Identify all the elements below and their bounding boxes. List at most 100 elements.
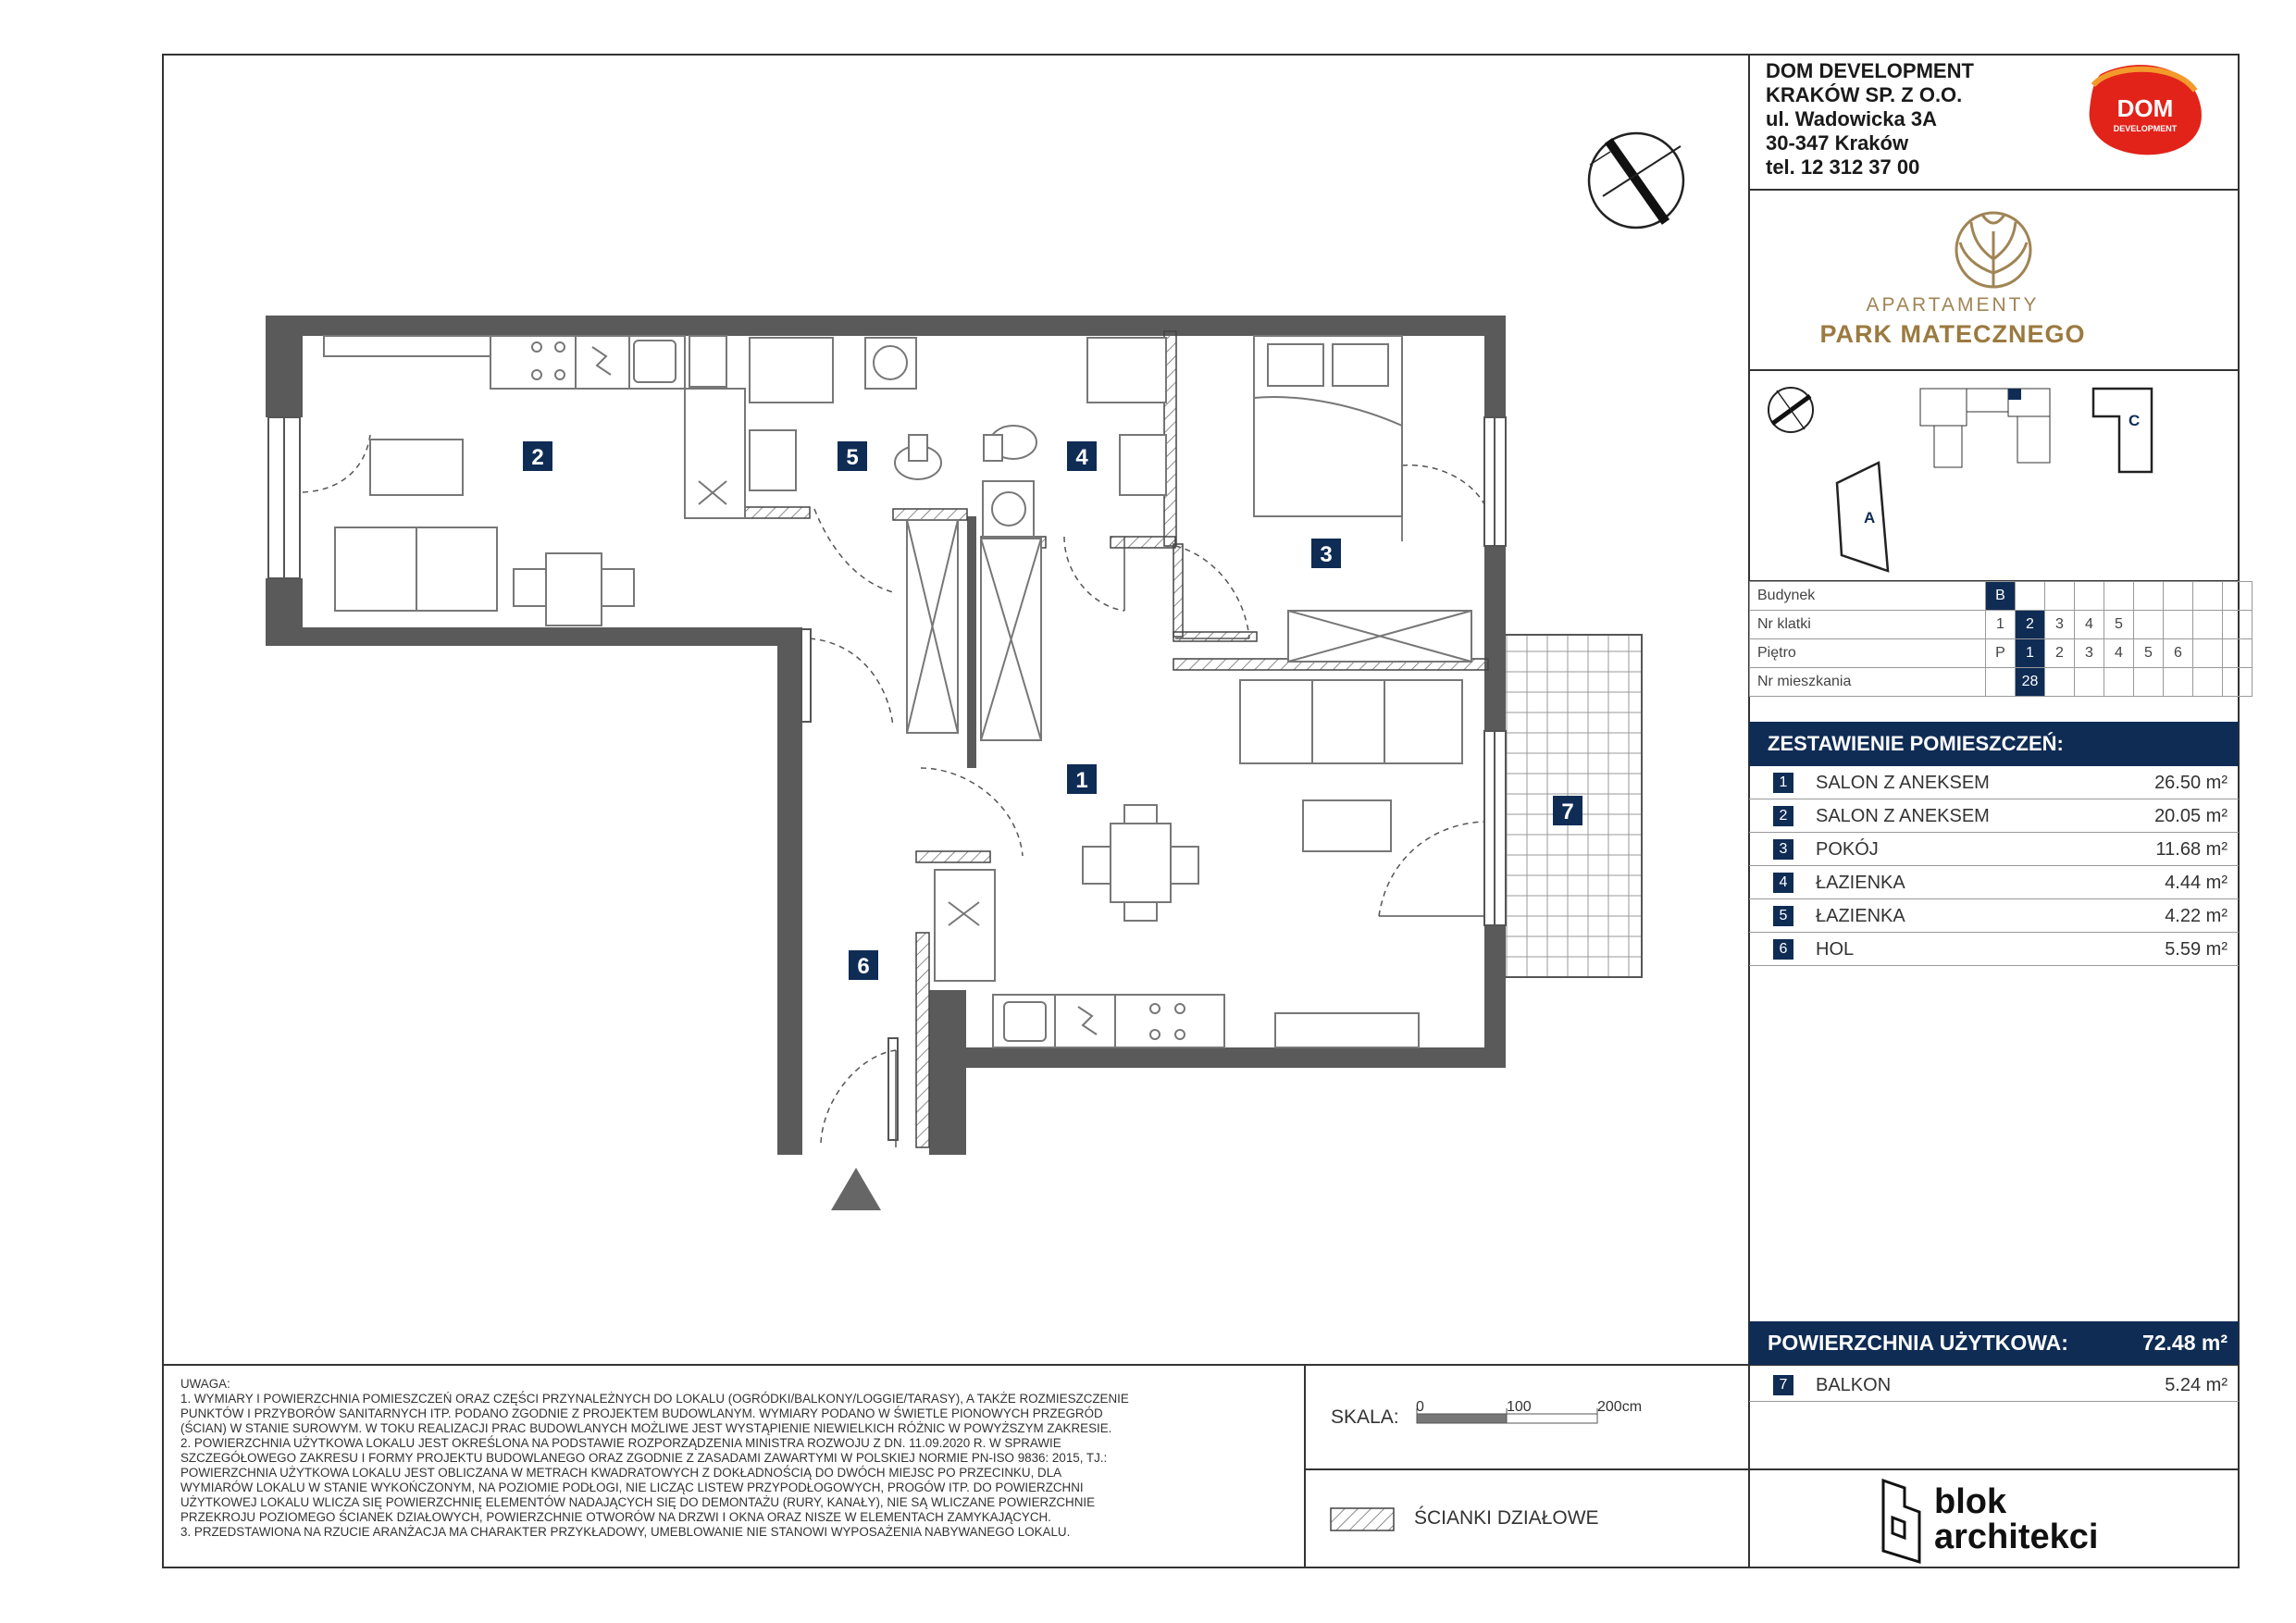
balcony-name: BALKON (1816, 1375, 1892, 1395)
developer-line-5: tel. 12 312 37 00 (1766, 155, 1920, 179)
coffee-table-1 (1302, 799, 1392, 852)
notes-line: WYMIARÓW LOKALU W STANIE WYKOŃCZONYM, NA… (180, 1481, 1084, 1494)
room-name: POKÓJ (1816, 839, 1879, 860)
room-badge-1: 1 (1075, 768, 1087, 793)
room-badge-6: 6 (857, 954, 869, 979)
room-area: 4.22 m² (2165, 906, 2228, 926)
notes-line: SZCZEGÓŁOWEGO ZAKRESU I FORMY PROJEKTU B… (180, 1451, 1108, 1465)
entrance-arrow-icon (831, 1168, 881, 1210)
sofa-1 (1239, 679, 1463, 764)
room-num: 5 (1773, 906, 1793, 926)
floor-4: 4 (2104, 638, 2134, 668)
room-name: ŁAZIENKA (1816, 906, 1905, 926)
shower-tray-5 (749, 337, 834, 403)
room-name: HOL (1816, 939, 1855, 960)
floor-row: Piętro P 1 2 3 4 5 6 (1749, 638, 2253, 668)
partitions (739, 330, 1489, 1148)
room-row: 5 ŁAZIENKA 4.22 m² (1749, 899, 2239, 933)
stairwell-row: Nr klatki 1 2 3 4 5 (1749, 610, 2253, 639)
project-name-line-2: PARK MATECZNEGO (1819, 320, 2086, 348)
floor-p: P (1985, 638, 2016, 668)
architect-line-1: blok (1934, 1482, 2007, 1521)
north-arrow-icon (1587, 131, 1685, 229)
room-area: 20.05 m² (2154, 806, 2228, 826)
rooms-heading: ZESTAWIENIE POMIESZCZEŃ: (1749, 722, 2239, 766)
building-label: Budynek (1749, 581, 1986, 611)
notes-line: 3. PRZEDSTAWIONA NA RZUCIE ARANŻACJA MA … (180, 1525, 1071, 1539)
doors (302, 434, 1485, 1144)
project-name: APARTAMENTY PARK MATECZNEGO (1758, 294, 2147, 349)
shaft (689, 335, 727, 388)
windows (267, 416, 1507, 1141)
building-c-label: C (2128, 412, 2140, 429)
developer-line-2: KRAKÓW SP. Z O.O. (1766, 83, 1963, 106)
stairwell-1: 1 (1985, 610, 2016, 639)
room-row: 1 SALON Z ANEKSEM 26.50 m² (1749, 766, 2239, 799)
scale-tick-0: 0 (1416, 1399, 1424, 1415)
project-name-line-1: APARTAMENTY (1866, 294, 2040, 316)
room-row: 4 ŁAZIENKA 4.44 m² (1749, 866, 2239, 899)
key-plan: A C (1768, 387, 2153, 573)
apartment-label: Nr mieszkania (1749, 667, 1986, 697)
building-row: Budynek B (1749, 581, 2253, 611)
notes-line: PUNKTÓW I PRZYBORÓW SANITARNYCH ITP. POD… (180, 1406, 1103, 1420)
kitchen-shelf (323, 335, 491, 357)
furniture (323, 335, 1472, 1048)
notes-heading: UWAGA: (180, 1377, 230, 1391)
notes-line: 2. POWIERZCHNIA UŻYTKOWA LOKALU JEST OKR… (180, 1436, 1061, 1450)
sink-4 (1119, 434, 1167, 496)
usable-area-label: POWIERZCHNIA UŻYTKOWA: (1768, 1331, 2068, 1355)
stairwell-label: Nr klatki (1749, 610, 1986, 639)
dom-development-logo: DOM DEVELOPMENT (2089, 65, 2202, 155)
partition-legend-swatch (1330, 1507, 1395, 1531)
notes-line: UŻYTKOWEJ LOKALU WLICZA SIĘ POWIERZCHNIĘ… (180, 1495, 1096, 1509)
notes-line: POWIERZCHNIA UŻYTKOWA LOKALU JEST OBLICZ… (180, 1466, 1062, 1480)
scale-tick-200: 200cm (1597, 1399, 1642, 1415)
notes: UWAGA: 1. WYMIARY I POWIERZCHNIA POMIESZ… (180, 1377, 1300, 1540)
balcony-num: 7 (1773, 1375, 1793, 1395)
balcony-row: 7 BALKON 5.24 m² (1749, 1369, 2239, 1402)
room-num: 4 (1773, 873, 1793, 893)
stairwell-2: 2 (2015, 610, 2045, 639)
apartment-number: 28 (2015, 667, 2045, 697)
room-area: 4.44 m² (2165, 873, 2228, 893)
room-badge-4: 4 (1075, 445, 1088, 470)
room-row: 2 SALON Z ANEKSEM 20.05 m² (1749, 799, 2239, 833)
walls (266, 316, 1506, 1155)
scale-tick-100: 100 (1507, 1399, 1532, 1415)
room-name: SALON Z ANEKSEM (1816, 806, 1990, 826)
tree-logo-icon (1955, 211, 2032, 289)
room-name: ŁAZIENKA (1816, 873, 1905, 893)
floor-5: 5 (2133, 638, 2164, 668)
stairwell-5: 5 (2104, 610, 2134, 639)
floor-3: 3 (2074, 638, 2104, 668)
room-area: 26.50 m² (2154, 773, 2228, 793)
floor-2: 2 (2044, 638, 2075, 668)
developer-line-3: ul. Wadowicka 3A (1766, 107, 1938, 130)
notes-line: (ŚCIAN) W STANIE SUROWYM. W TOKU REALIZA… (180, 1421, 1112, 1435)
room-badge-3: 3 (1320, 542, 1332, 567)
building-a-label: A (1864, 509, 1875, 527)
fridge (684, 388, 746, 519)
room-badge-5: 5 (846, 445, 858, 470)
architect-name: blok architekci (1934, 1484, 2098, 1555)
developer-line-4: 30-347 Kraków (1766, 131, 1909, 155)
developer-contact: DOM DEVELOPMENT KRAKÓW SP. Z O.O. ul. Wa… (1766, 59, 1974, 180)
key-plan-north-icon (1768, 387, 1814, 433)
building-value: B (1985, 581, 2016, 611)
plan-sheet-border (162, 54, 2240, 1568)
dining-table-1 (1110, 823, 1172, 903)
floor-1: 1 (2015, 638, 2045, 668)
architect-line-2: architekci (1934, 1518, 2099, 1556)
usable-area-bar: POWIERZCHNIA UŻYTKOWA: 72.48 m² (1749, 1321, 2239, 1365)
sink-5 (749, 429, 797, 491)
room-badge-2: 2 (531, 445, 543, 470)
blok-architekci-logo-icon (1881, 1478, 1921, 1565)
room-badge-7: 7 (1561, 799, 1573, 824)
room-num: 3 (1773, 839, 1793, 860)
apartment-blank (1985, 667, 2016, 697)
room-num: 6 (1773, 939, 1793, 960)
partition-legend-label: ŚCIANKI DZIAŁOWE (1414, 1507, 1599, 1529)
developer-line-1: DOM DEVELOPMENT (1766, 59, 1974, 82)
